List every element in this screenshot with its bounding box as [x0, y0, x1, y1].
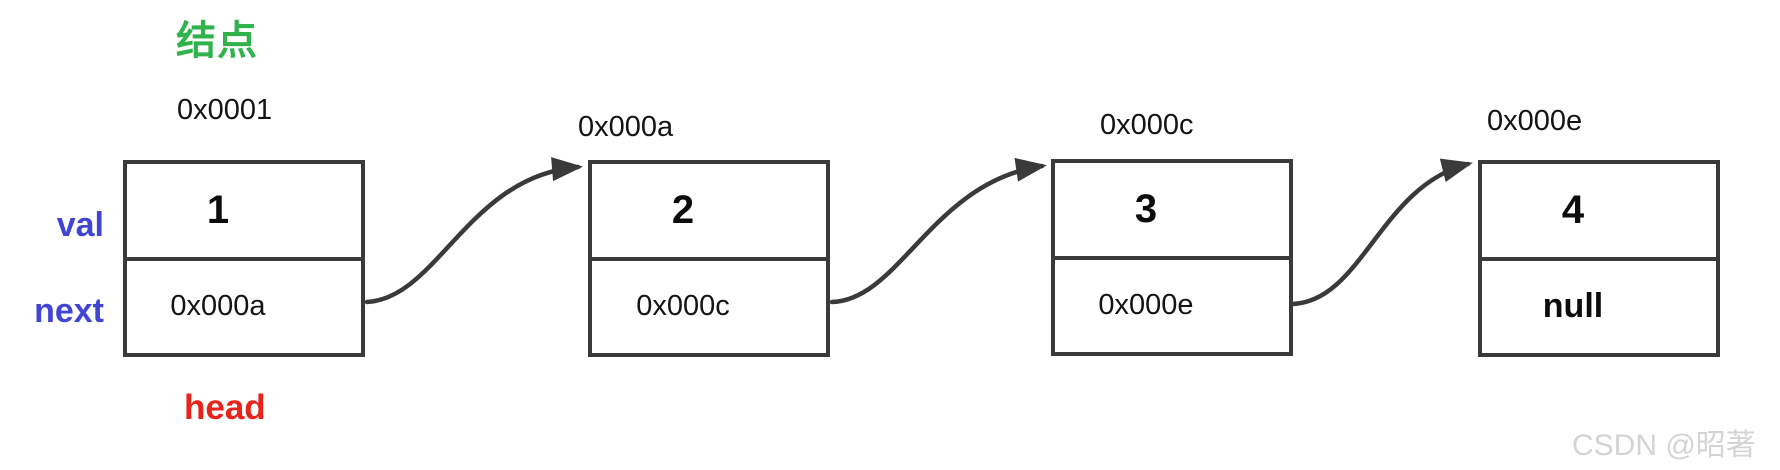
node-box-3: 3 0x000e	[1051, 159, 1293, 356]
node-4-next: null	[1542, 287, 1604, 326]
arrow-node3-to-node4	[1289, 158, 1473, 307]
node-3-val-cell: 3	[1055, 163, 1289, 256]
node-type-label: 结点	[176, 19, 258, 63]
arrow-node2-to-node3	[829, 157, 1047, 305]
node-3-next: 0x000e	[1098, 289, 1194, 322]
next-field-label: next	[34, 292, 104, 330]
node-1-val-cell: 1	[127, 164, 361, 257]
node-4-next-cell: null	[1482, 256, 1716, 354]
node-2-next-cell: 0x000c	[592, 256, 826, 354]
node-box-4: 4 null	[1478, 160, 1720, 357]
address-label-2: 0x000a	[578, 111, 674, 143]
head-pointer-label: head	[184, 388, 266, 427]
node-box-1: 1 0x000a	[123, 160, 365, 357]
val-field-label: val	[56, 206, 104, 244]
node-4-value: 4	[1561, 187, 1585, 232]
node-1-next: 0x000a	[170, 290, 266, 323]
arrow-node1-to-node2	[364, 157, 583, 305]
node-2-next: 0x000c	[636, 290, 730, 323]
watermark: CSDN @昭著	[1572, 429, 1756, 462]
node-4-val-cell: 4	[1482, 164, 1716, 257]
node-1-value: 1	[206, 187, 230, 232]
address-label-4: 0x000e	[1487, 105, 1583, 137]
node-3-value: 3	[1134, 186, 1158, 231]
address-label-1: 0x0001	[177, 94, 273, 126]
node-1-next-cell: 0x000a	[127, 256, 361, 354]
node-2-val-cell: 2	[592, 164, 826, 257]
node-2-value: 2	[671, 187, 695, 232]
address-label-3: 0x000c	[1100, 109, 1194, 141]
node-3-next-cell: 0x000e	[1055, 255, 1289, 353]
node-box-2: 2 0x000c	[588, 160, 830, 357]
